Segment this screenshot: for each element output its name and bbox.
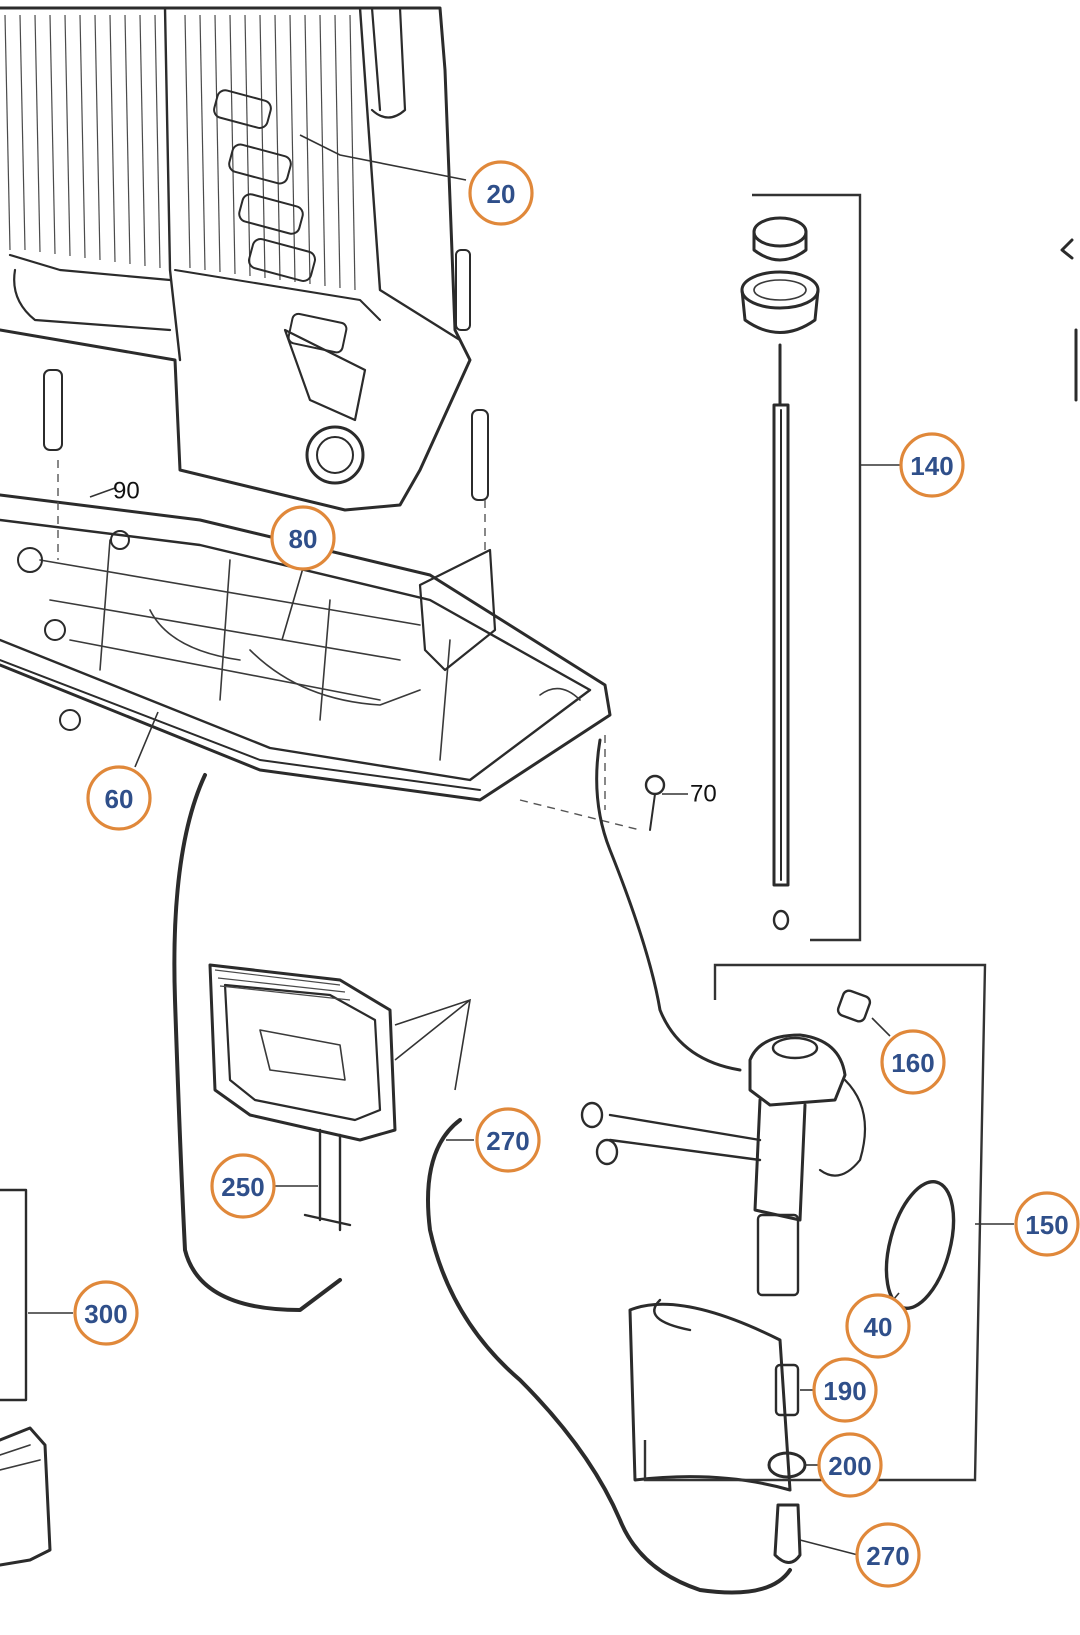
callout-140-text: 140 xyxy=(910,451,953,481)
callout-60-text: 60 xyxy=(105,784,134,814)
callout-300-text: 300 xyxy=(84,1299,127,1329)
callout-150-text: 150 xyxy=(1025,1210,1068,1240)
callout-250: 250 xyxy=(210,1153,276,1219)
edge-cutoff-drawings xyxy=(0,238,1078,1567)
callout-270-upper-text: 270 xyxy=(486,1126,529,1156)
callout-160: 160 xyxy=(880,1029,946,1095)
callout-60: 60 xyxy=(86,765,152,831)
callout-140: 140 xyxy=(899,432,965,498)
callout-200-text: 200 xyxy=(828,1451,871,1481)
callout-190-text: 190 xyxy=(823,1376,866,1406)
assembly-dashed-lines xyxy=(57,460,641,831)
level-gauge-drawing xyxy=(740,216,820,931)
callout-300: 300 xyxy=(73,1280,139,1346)
callout-270-upper: 270 xyxy=(475,1107,541,1173)
callout-160-text: 160 xyxy=(891,1048,934,1078)
housing-drawing xyxy=(0,6,489,512)
housing-fins xyxy=(4,14,356,291)
cables xyxy=(172,738,792,1595)
callout-270-lower: 270 xyxy=(855,1522,921,1588)
callout-150: 150 xyxy=(1014,1191,1080,1257)
callout-80: 80 xyxy=(270,505,336,571)
callout-190: 190 xyxy=(812,1357,878,1423)
callout-80-text: 80 xyxy=(289,524,318,554)
callout-200: 200 xyxy=(817,1432,883,1498)
leader-lines xyxy=(28,134,1014,1556)
group-brackets xyxy=(643,193,987,1482)
callout-40: 40 xyxy=(845,1293,911,1359)
base-plate-drawing xyxy=(0,493,612,802)
switch-unit-drawing xyxy=(208,963,472,1232)
callout-270-lower-text: 270 xyxy=(866,1541,909,1571)
callout-40-text: 40 xyxy=(864,1312,893,1342)
callout-250-text: 250 xyxy=(221,1172,264,1202)
screw-70 xyxy=(644,774,666,831)
label-90: 90 xyxy=(113,478,140,505)
callout-20-text: 20 xyxy=(487,179,516,209)
callout-20: 20 xyxy=(468,160,534,226)
label-70: 70 xyxy=(690,781,717,808)
